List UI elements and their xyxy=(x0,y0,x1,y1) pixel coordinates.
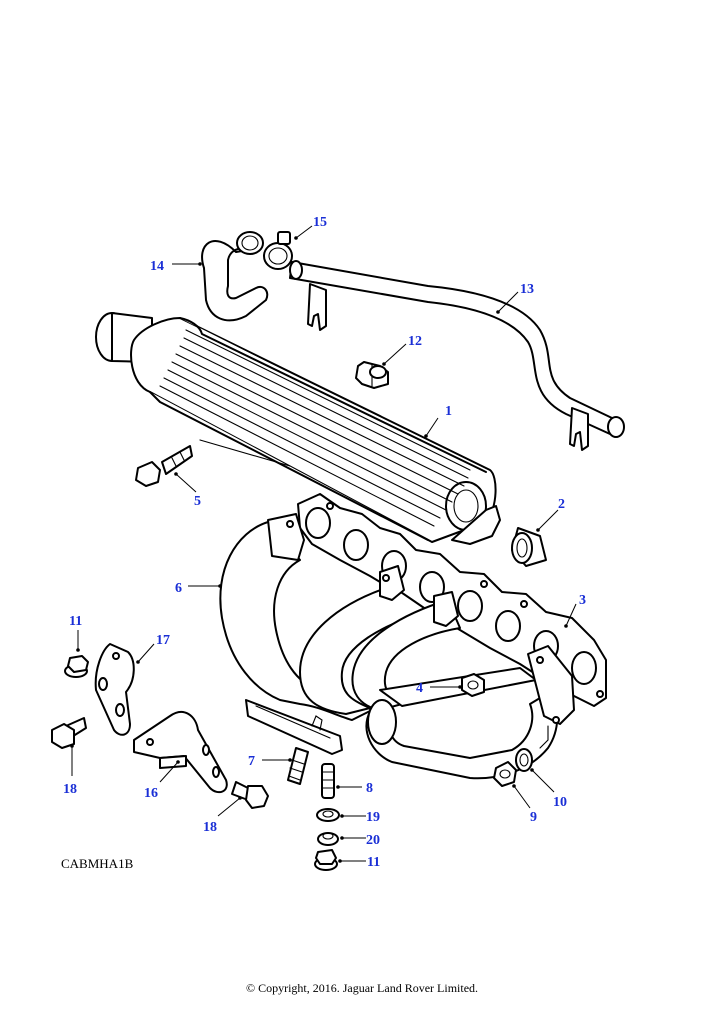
callout-2: 2 xyxy=(558,497,565,512)
callout-19: 19 xyxy=(366,810,380,825)
callout-12: 12 xyxy=(408,334,422,349)
callout-3: 3 xyxy=(579,593,586,608)
callout-10: 10 xyxy=(553,795,567,810)
part-14-hose xyxy=(201,231,269,322)
part-6-exhaust-manifold xyxy=(219,513,575,780)
drawing-code: CABMHA1B xyxy=(61,856,134,871)
callout-5: 5 xyxy=(194,494,201,509)
callout-4: 4 xyxy=(416,681,423,696)
part-20-spacer xyxy=(317,832,339,846)
part-11-flange-nut-bottom xyxy=(314,849,338,871)
callout-9: 9 xyxy=(530,810,537,825)
part-4-nut xyxy=(461,673,485,697)
copyright-notice: © Copyright, 2016. Jaguar Land Rover Lim… xyxy=(245,981,479,995)
callout-1: 1 xyxy=(445,404,452,419)
part-11-flange-nut-left xyxy=(64,655,89,678)
part-16-bracket xyxy=(133,711,228,794)
callout-11-bottom: 11 xyxy=(367,855,380,870)
callout-6: 6 xyxy=(175,581,182,596)
callout-13: 13 xyxy=(520,282,534,297)
callout-labels: 1 2 3 4 5 6 7 8 9 10 11 11 12 13 14 15 1… xyxy=(63,215,586,870)
part-12-plug xyxy=(355,361,389,389)
part-18-bolt-left xyxy=(51,717,87,749)
part-5-bolt xyxy=(135,445,193,487)
part-17-bracket xyxy=(94,643,135,736)
callout-15: 15 xyxy=(313,215,327,230)
part-10-washer xyxy=(515,748,533,772)
part-15-hose-clip xyxy=(263,231,293,270)
part-9-nut xyxy=(493,761,517,787)
callout-20: 20 xyxy=(366,833,380,848)
callout-7: 7 xyxy=(248,754,255,769)
part-7-stud xyxy=(287,747,309,785)
callout-leaders xyxy=(70,225,577,863)
part-2-sealing-ring xyxy=(511,527,547,567)
callout-18-bottom: 18 xyxy=(203,820,217,835)
part-13-coolant-pipe xyxy=(289,260,625,451)
callout-11-left: 11 xyxy=(69,614,82,629)
part-18-bolt-bottom xyxy=(231,781,269,809)
callout-16: 16 xyxy=(144,786,158,801)
part-1-silencer xyxy=(95,312,501,545)
callout-18-left: 18 xyxy=(63,782,77,797)
callout-8: 8 xyxy=(366,781,373,796)
callout-14: 14 xyxy=(150,259,164,274)
callout-17: 17 xyxy=(156,633,170,648)
part-19-washer xyxy=(316,808,340,822)
part-8-stud xyxy=(321,763,335,799)
